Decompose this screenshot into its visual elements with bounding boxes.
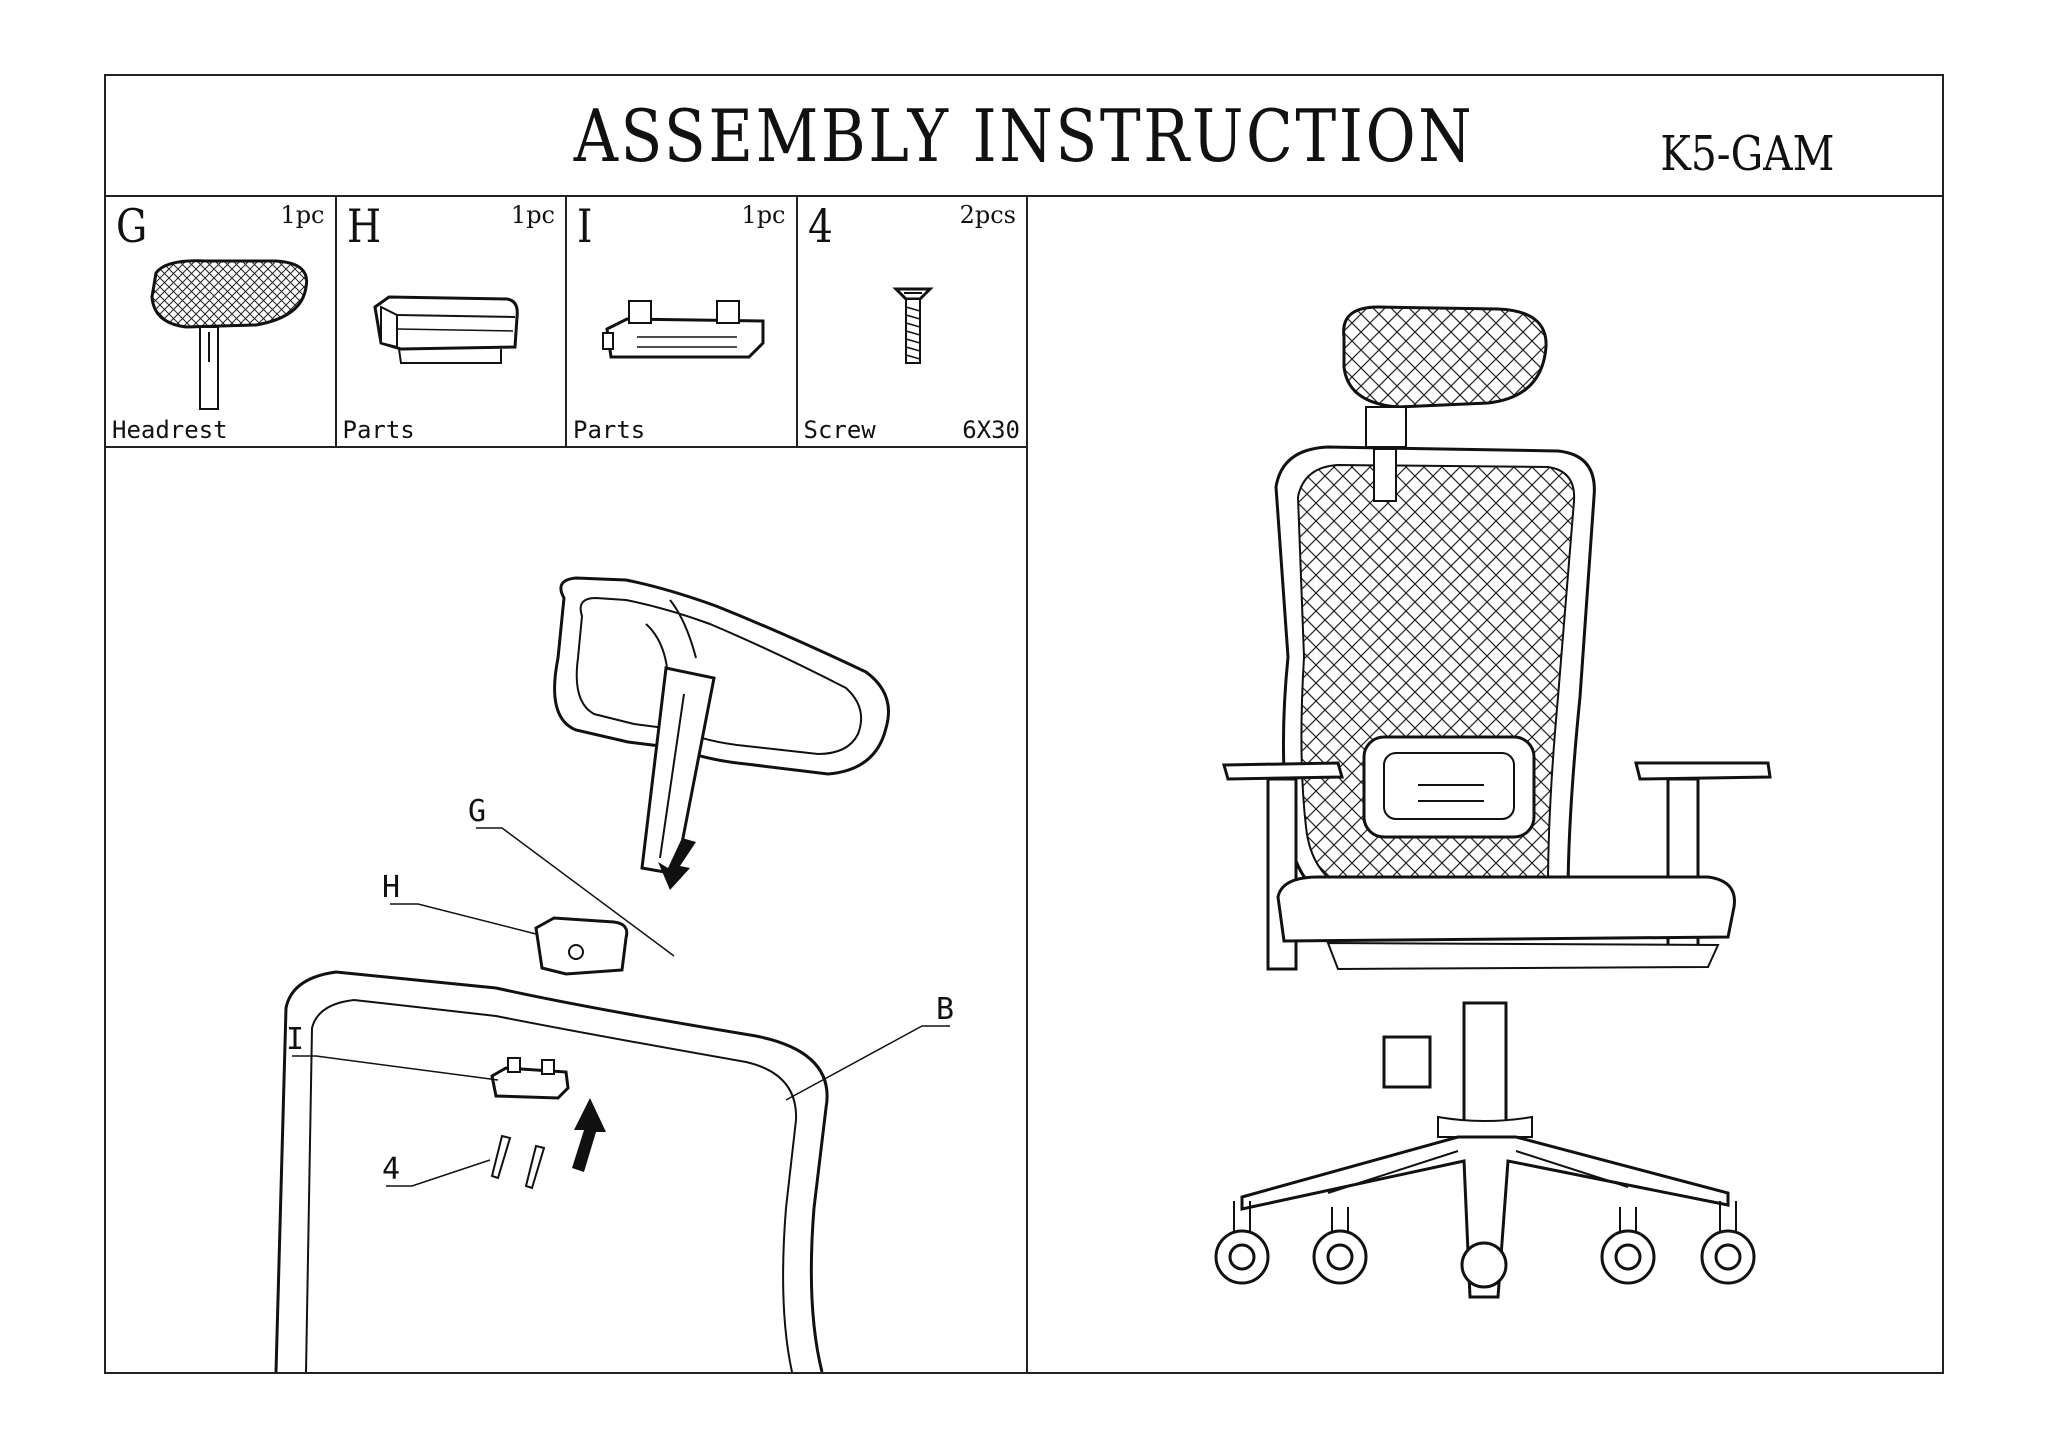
model-number: K5-GAM	[1660, 126, 1835, 182]
callout-i: I	[286, 1022, 305, 1057]
headrest-icon	[150, 259, 309, 410]
part-name: Parts	[573, 416, 646, 444]
part-cell-h: H 1pc Parts	[337, 197, 567, 446]
bracket-i-icon	[602, 300, 765, 359]
part-cell-i: I 1pc Parts	[567, 197, 798, 446]
exploded-diagram: G H I 4 B	[106, 448, 1026, 1374]
chair-illustration	[1214, 305, 1772, 1299]
left-column: G 1pc Headrest H 1pc	[106, 197, 1028, 1374]
part-name: Headrest	[112, 416, 228, 444]
part-spec: 6X30	[962, 416, 1020, 444]
callout-b: B	[936, 992, 955, 1027]
screw-icon	[891, 287, 934, 364]
part-cell-screw: 4 2pcs Screw 6X30	[798, 197, 1027, 446]
part-letter: H	[346, 199, 381, 253]
callout-h: H	[382, 870, 401, 905]
part-name: Screw	[803, 416, 876, 444]
part-letter: G	[116, 199, 148, 253]
parts-list: G 1pc Headrest H 1pc	[106, 197, 1026, 448]
part-qty: 1pc	[510, 201, 555, 229]
assembly-illustration	[274, 576, 950, 1372]
page-title: ASSEMBLY INSTRUCTION	[573, 94, 1475, 178]
part-qty: 2pcs	[959, 201, 1016, 229]
instruction-sheet: ASSEMBLY INSTRUCTION K5-GAM G 1pc	[104, 74, 1944, 1374]
callout-g: G	[468, 794, 487, 829]
assembled-view	[1028, 197, 1944, 1374]
title-row: ASSEMBLY INSTRUCTION K5-GAM	[106, 76, 1942, 197]
part-letter: 4	[807, 199, 833, 253]
part-name: Parts	[342, 416, 415, 444]
bracket-h-icon	[372, 295, 519, 364]
part-letter: I	[577, 199, 593, 253]
callout-screw: 4	[382, 1152, 401, 1187]
part-cell-g: G 1pc Headrest	[106, 197, 337, 446]
part-qty: 1pc	[280, 201, 325, 229]
part-qty: 1pc	[741, 201, 786, 229]
